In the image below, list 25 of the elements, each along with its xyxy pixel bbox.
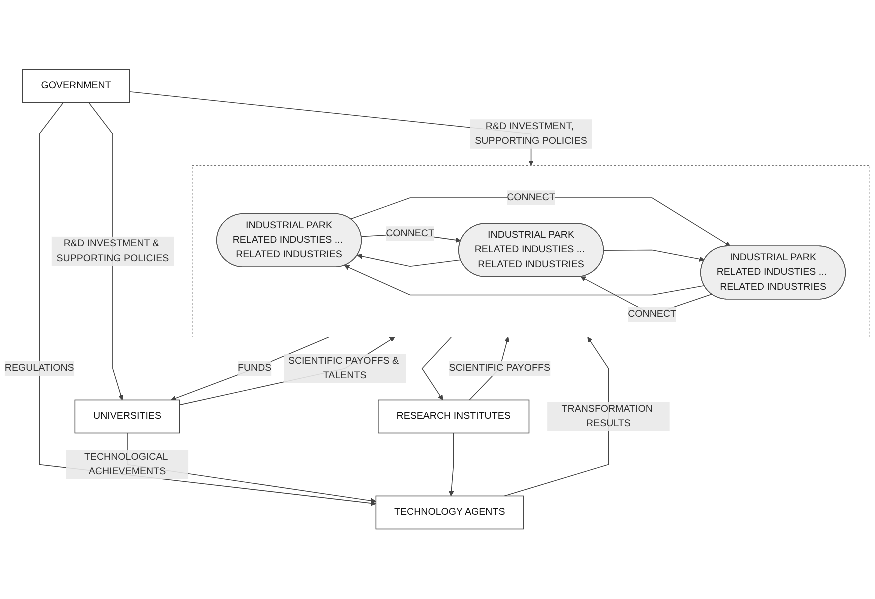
arrow — [357, 254, 462, 268]
edge-label: SCIENTIFIC PAYOFFS — [449, 363, 550, 374]
node-box: GOVERNMENT — [22, 69, 130, 104]
arrow — [350, 198, 731, 247]
edge-label: R&D INVESTMENT & SUPPORTING POLICIES — [56, 238, 170, 264]
edge-label: TECHNOLOGICAL ACHIEVEMENTS — [84, 452, 168, 477]
node-box: UNIVERSITIES — [74, 400, 180, 434]
arrow — [179, 337, 396, 406]
edge-label: R&D INVESTMENT, SUPPORTING POLICIES — [475, 121, 588, 146]
edge-label: FUNDS — [238, 363, 272, 374]
edge-label: CONNECT — [386, 228, 434, 239]
edge-label: CONNECT — [507, 192, 556, 203]
edge-label: TRANSFORMATION RESULTS — [562, 404, 653, 429]
edge-label: SCIENTIFIC PAYOFFS & TALENTS — [288, 356, 399, 381]
arrow — [171, 336, 330, 402]
cluster — [192, 165, 870, 338]
node-box: TECHNOLOGY AGENTS — [376, 496, 524, 530]
arrow — [448, 432, 454, 496]
arrow — [344, 265, 705, 296]
node-box: RESEARCH INSTITUTES — [378, 400, 530, 434]
arrow — [604, 250, 705, 262]
edge-label: REGULATIONS — [4, 363, 74, 374]
arrow — [88, 102, 124, 400]
edge-label: CONNECT — [628, 309, 676, 320]
arrow — [422, 336, 452, 400]
